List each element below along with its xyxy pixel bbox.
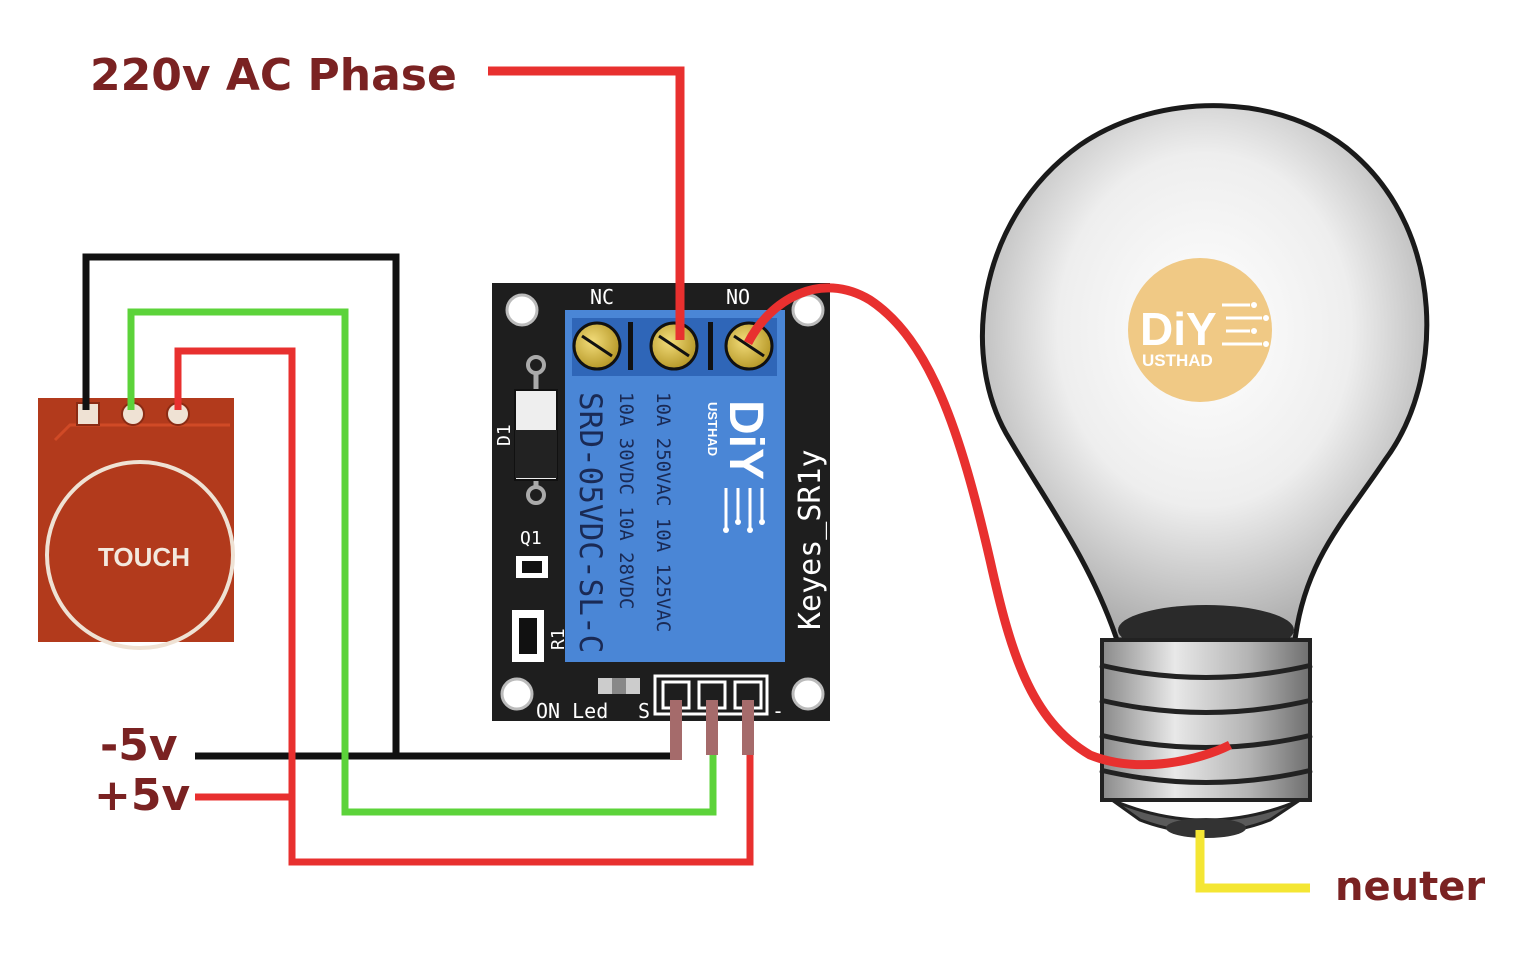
touch-pcb	[38, 398, 234, 642]
mount-hole	[791, 677, 825, 711]
bulb-contact	[1166, 818, 1246, 838]
power-wires	[82, 253, 754, 866]
no-to-bulb-wire	[743, 283, 1233, 770]
plus-5v-label: +5v	[94, 770, 190, 821]
black-wire-touch	[82, 253, 400, 756]
pin-leg-sig	[706, 700, 718, 755]
relay-rating-dc: 10A 30VDC 10A 28VDC	[615, 392, 637, 609]
board-name-text: Keyes_SR1y	[793, 449, 828, 630]
minus-5v-label: -5v	[100, 720, 178, 771]
bulb-logo-sub: USTHAD	[1142, 351, 1213, 370]
phase-label: 220v AC Phase	[90, 50, 457, 101]
neuter-label: neuter	[1335, 864, 1485, 910]
bulb-logo-main: DiY	[1140, 303, 1217, 355]
minus-pin-label: -	[772, 699, 784, 723]
q1-label: Q1	[520, 528, 542, 549]
relay-rating-ac: 10A 250VAC 10A 125VAC	[652, 392, 674, 632]
mount-hole	[791, 293, 825, 327]
pin-leg-vcc	[742, 700, 754, 755]
s-pin-label: S	[638, 699, 650, 723]
relay-logo: DiY USTHAD	[705, 400, 772, 533]
d1-label: D1	[494, 424, 515, 446]
mount-hole	[505, 293, 539, 327]
green-signal-wire	[127, 308, 717, 816]
touch-pad-ring	[45, 460, 235, 650]
red-vcc-wire	[174, 347, 754, 866]
neutral-wire	[1195, 830, 1310, 893]
touch-label: TOUCH	[98, 542, 190, 572]
relay-module: NC NO D1 Q1 R1 SRD-05VDC-SL-C 10A 250VAC…	[492, 283, 830, 760]
no-label: NO	[726, 285, 750, 309]
mount-hole	[500, 677, 534, 711]
phase-wire	[488, 66, 685, 340]
r1-label: R1	[548, 628, 569, 650]
nc-label: NC	[590, 285, 614, 309]
pin-leg-gnd	[670, 700, 682, 760]
relay-model-text: SRD-05VDC-SL-C	[572, 392, 608, 653]
bulb-logo-disc	[1128, 258, 1272, 402]
load-wires	[488, 66, 1310, 893]
on-led-label: ON_Led	[536, 699, 608, 723]
relay-logo-sub: USTHAD	[705, 402, 720, 456]
relay-logo-main: DiY	[719, 400, 772, 480]
light-bulb: DiY USTHAD	[979, 103, 1430, 838]
touch-sensor-module: TOUCH	[38, 398, 235, 650]
